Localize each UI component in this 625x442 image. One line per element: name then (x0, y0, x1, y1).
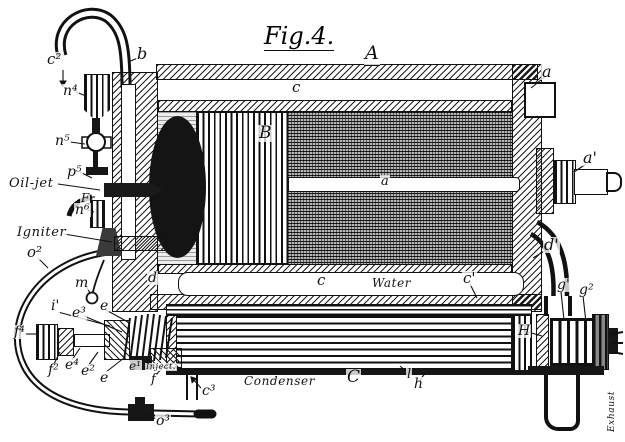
label-e2: e² (80, 364, 96, 378)
label-e1: e¹ (128, 360, 142, 372)
label-h: h (413, 377, 424, 391)
label-g1: g' (556, 278, 571, 292)
label-e-lower: e (99, 371, 109, 385)
label-oil-jet: Oil-jet (8, 177, 55, 190)
label-b: b (136, 46, 148, 62)
label-c-top: c (291, 80, 301, 95)
label-e4: e⁴ (64, 358, 80, 372)
label-d: d (147, 271, 158, 285)
label-B: B (258, 125, 273, 142)
label-l: l (406, 368, 412, 381)
label-H: H (517, 324, 531, 338)
figure-title: Fig.4. (264, 22, 334, 51)
label-c1: c' (462, 271, 477, 286)
label-a-top: a (541, 64, 553, 80)
label-o2: o² (26, 245, 43, 260)
label-condenser: Condenser (243, 375, 316, 387)
label-f: f (150, 373, 157, 386)
label-f4: f⁴ (13, 325, 26, 339)
label-g2: g² (578, 283, 595, 297)
label-C: C (346, 369, 361, 386)
label-A: A (364, 44, 380, 66)
spring-pins-e (124, 314, 172, 362)
label-water: Water (371, 277, 412, 289)
label-a1: a' (582, 150, 598, 166)
label-c3: c³ (201, 384, 216, 398)
label-p5: p⁵ (66, 165, 83, 179)
valve-n5-stem (93, 151, 98, 169)
label-f2: f² (47, 363, 60, 377)
label-inject: Inject. (145, 363, 177, 371)
label-a-rod: a (380, 175, 390, 188)
label-e3: e³ (71, 306, 87, 320)
label-igniter: Igniter (16, 226, 67, 239)
label-n5: n⁵ (54, 134, 71, 148)
label-o3: o³ (155, 414, 171, 428)
label-e-upper: e (99, 299, 109, 313)
label-d1: d' (543, 237, 560, 253)
label-n6: n⁶ (74, 203, 91, 217)
label-m: m (74, 276, 89, 290)
leader-lines (26, 58, 586, 419)
fitting-p5 (86, 167, 108, 175)
label-c-water: c (316, 273, 326, 288)
oil-jet-nozzle (104, 183, 163, 197)
valve-n5-body (87, 133, 105, 151)
label-n4: n⁴ (62, 84, 79, 98)
pendulum-arm-m (93, 260, 104, 292)
label-c2: c² (46, 52, 62, 67)
spring-bolt-ticks (612, 332, 623, 354)
pendulum-ball-m (87, 293, 98, 304)
label-i1: i' (50, 299, 60, 313)
label-exhaust: Exhaust (608, 390, 617, 433)
